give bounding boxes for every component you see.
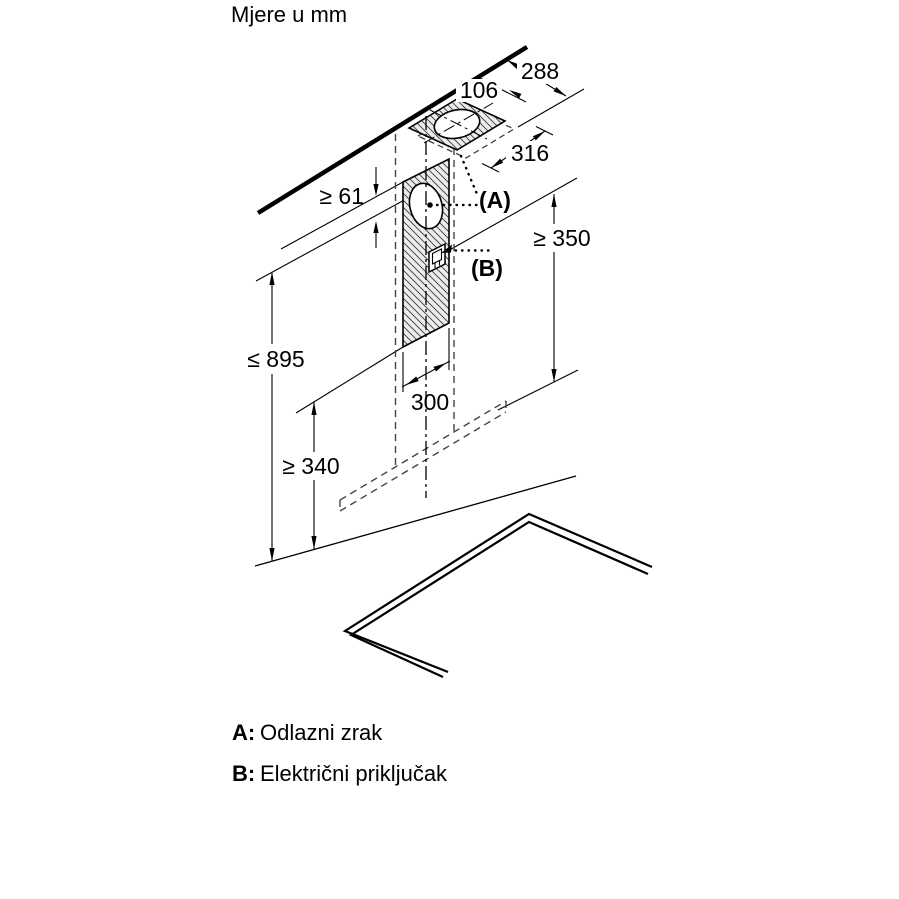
dim-300-arrow-right <box>433 363 446 372</box>
legend-a-key: A: <box>232 720 255 745</box>
dim-316: 316 <box>481 126 554 173</box>
dim-61-arrow-bottom <box>373 221 379 233</box>
guide-line-288-ext <box>517 88 585 128</box>
dim-895-arrow-bottom <box>269 548 275 561</box>
dim-895: ≤ 895 <box>245 272 307 561</box>
ceiling-plate-dashed-outline <box>416 106 516 159</box>
ceiling-duct-centerlines <box>423 102 494 144</box>
ceiling-line <box>256 45 529 215</box>
wall-duct-hole <box>408 182 444 230</box>
label-b: (B) <box>471 255 503 281</box>
dim-350: ≥ 350 <box>529 194 595 382</box>
leader-a-from-plate <box>459 154 479 196</box>
dim-340-text: ≥ 340 <box>282 453 339 479</box>
dim-106-text-bg <box>456 79 502 102</box>
dim-340-arrow-top <box>311 402 317 415</box>
dim-106-arrow-2 <box>509 90 522 99</box>
guide-line-350-bottom <box>497 369 579 411</box>
wall-duct-center-dot <box>427 202 433 208</box>
legend-b-line: B:Električni priključak <box>232 761 448 786</box>
dim-350-arrow-bottom <box>551 369 557 382</box>
dim-106-text: 106 <box>460 77 498 103</box>
dim-288-text: 288 <box>521 58 559 84</box>
dim-350-text-bg <box>529 224 595 252</box>
dim-316-ext-1 <box>481 163 500 173</box>
dim-895-text: ≤ 895 <box>247 346 304 372</box>
dim-340: ≥ 340 <box>279 402 343 549</box>
dim-895-text-bg <box>245 344 307 374</box>
dim-895-arrow-top <box>269 272 275 285</box>
legend-a-line: A:Odlazni zrak <box>232 720 383 745</box>
label-a: (A) <box>479 187 511 213</box>
hood-bottom-dashed <box>339 400 507 512</box>
guide-line-340-top <box>295 346 404 414</box>
leader-lines <box>435 154 495 252</box>
dim-61: ≥ 61 <box>319 167 379 248</box>
guide-line-350-top <box>445 177 578 253</box>
dim-316-arrow-2 <box>532 131 545 141</box>
dim-288: 288 <box>506 58 567 97</box>
ceiling-plate <box>407 98 507 151</box>
dim-106: 106 <box>456 76 527 103</box>
ceiling-duct-centerline-2 <box>429 109 488 140</box>
hood-bottom-top-edge <box>339 400 507 501</box>
dim-61-arrow-top <box>373 184 379 196</box>
dim-316-text: 316 <box>511 140 549 166</box>
dim-300-text: 300 <box>411 389 449 415</box>
dim-316-arrow-1 <box>491 158 504 168</box>
dim-340-text-bg <box>279 452 343 480</box>
cooktop-back-line <box>254 475 577 567</box>
dim-300-arrow-left <box>406 376 419 385</box>
dim-350-text: ≥ 350 <box>533 225 590 251</box>
dim-288-arrow-1 <box>507 60 520 69</box>
chimney-dashed-outline <box>394 134 455 467</box>
page-title: Mjere u mm <box>231 2 347 27</box>
ceiling-duct-centerline-1 <box>423 102 494 144</box>
legend-b-text: Električni priključak <box>260 761 448 786</box>
cooktop-outline <box>342 512 653 679</box>
dim-300: 300 <box>401 328 451 415</box>
dim-288-text-bg <box>517 58 563 84</box>
guide-line-upper-61 <box>280 181 404 250</box>
guide-line-lower-61 <box>255 197 409 282</box>
legend: A:Odlazni zrak B:Električni priključak <box>232 720 448 786</box>
legend-a-text: Odlazni zrak <box>260 720 383 745</box>
legend-b-key: B: <box>232 761 255 786</box>
dim-340-arrow-bottom <box>311 536 317 549</box>
dim-316-text-bg <box>506 141 554 165</box>
dim-350-arrow-top <box>551 194 557 207</box>
dim-61-text: ≥ 61 <box>319 183 364 209</box>
hood-bottom-lower-edge <box>339 411 507 512</box>
cooktop-edge-inner <box>348 520 649 679</box>
cooktop-edge-outer <box>342 512 653 674</box>
dim-288-arrow-2 <box>553 87 566 96</box>
plug-icon <box>431 248 443 265</box>
